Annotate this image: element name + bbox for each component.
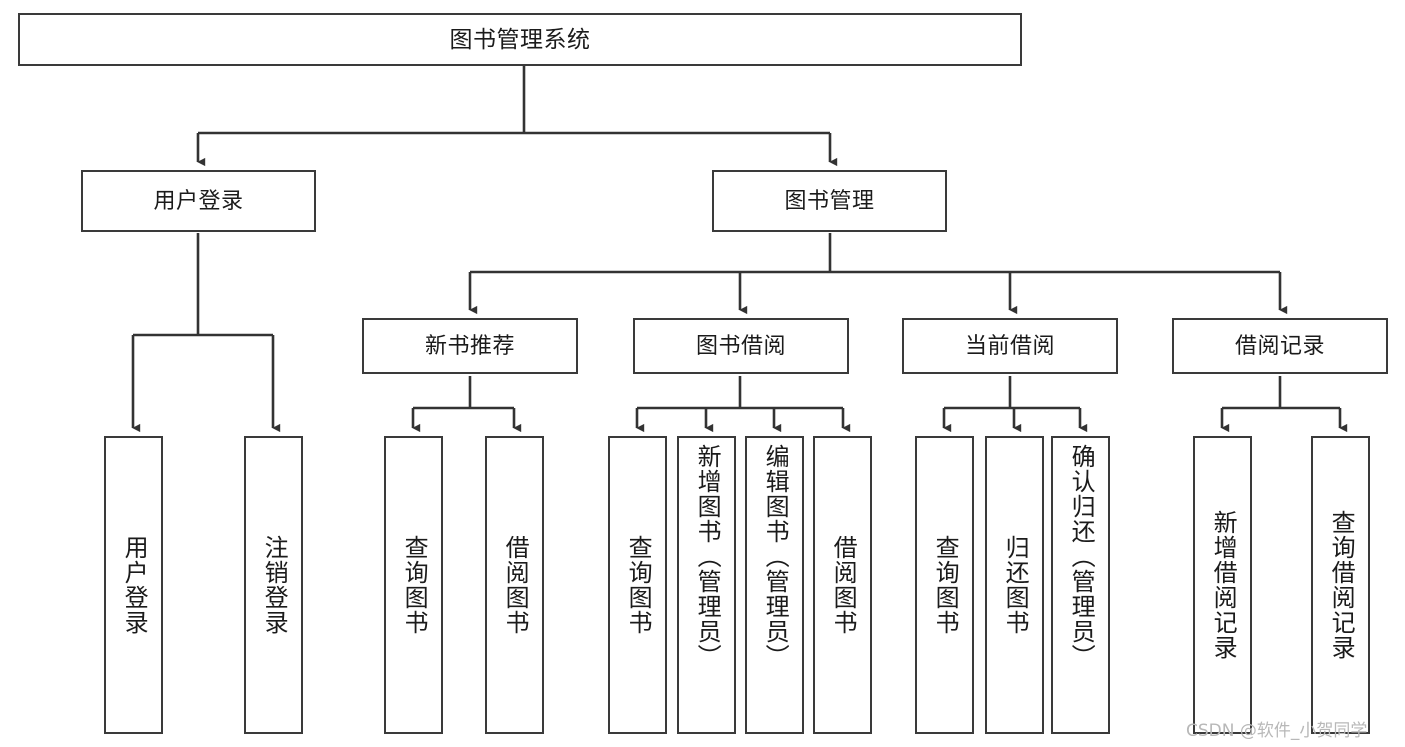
node-borrow-record[interactable]: 借阅记录 bbox=[1172, 318, 1388, 374]
leaf-query-book-borrow[interactable]: 查询图书 bbox=[608, 436, 667, 734]
node-current-borrow[interactable]: 当前借阅 bbox=[902, 318, 1118, 374]
leaf-add-book-admin[interactable]: 新增图书（管理员） bbox=[677, 436, 736, 734]
node-new-book-recommend[interactable]: 新书推荐 bbox=[362, 318, 578, 374]
leaf-query-book-recommend[interactable]: 查询图书 bbox=[384, 436, 443, 734]
leaf-borrow-book-borrow[interactable]: 借阅图书 bbox=[813, 436, 872, 734]
leaf-logout-login[interactable]: 注销登录 bbox=[244, 436, 303, 734]
node-label: 图书管理系统 bbox=[449, 25, 591, 52]
node-label: 注销登录 bbox=[260, 535, 288, 635]
node-label: 用户登录 bbox=[120, 535, 148, 635]
node-label: 用户登录 bbox=[153, 187, 244, 213]
leaf-query-book-current[interactable]: 查询图书 bbox=[915, 436, 974, 734]
leaf-query-borrow-record[interactable]: 查询借阅记录 bbox=[1311, 436, 1370, 734]
node-label: 图书借阅 bbox=[695, 332, 786, 358]
node-user-login[interactable]: 用户登录 bbox=[81, 170, 316, 232]
node-label: 新增图书（管理员） bbox=[693, 444, 721, 669]
node-label: 借阅图书 bbox=[501, 535, 529, 635]
leaf-add-borrow-record[interactable]: 新增借阅记录 bbox=[1193, 436, 1252, 734]
leaf-borrow-book-recommend[interactable]: 借阅图书 bbox=[485, 436, 544, 734]
leaf-confirm-return-admin[interactable]: 确认归还（管理员） bbox=[1051, 436, 1110, 734]
node-book-management[interactable]: 图书管理 bbox=[712, 170, 947, 232]
node-label: 归还图书 bbox=[1001, 535, 1029, 635]
csdn-watermark: CSDN @软件_小贺同学 bbox=[1186, 721, 1368, 741]
node-label: 查询图书 bbox=[400, 535, 428, 635]
leaf-user-login[interactable]: 用户登录 bbox=[104, 436, 163, 734]
node-label: 编辑图书（管理员） bbox=[761, 444, 789, 669]
node-label: 新增借阅记录 bbox=[1209, 510, 1237, 660]
leaf-edit-book-admin[interactable]: 编辑图书（管理员） bbox=[745, 436, 804, 734]
node-label: 借阅图书 bbox=[829, 535, 857, 635]
node-label: 当前借阅 bbox=[964, 332, 1055, 358]
node-label: 新书推荐 bbox=[424, 332, 515, 358]
node-label: 查询图书 bbox=[931, 535, 959, 635]
leaf-return-book[interactable]: 归还图书 bbox=[985, 436, 1044, 734]
node-label: 查询图书 bbox=[624, 535, 652, 635]
node-label: 图书管理 bbox=[784, 187, 875, 213]
node-label: 查询借阅记录 bbox=[1327, 510, 1355, 660]
node-root-system[interactable]: 图书管理系统 bbox=[18, 13, 1022, 66]
node-label: 确认归还（管理员） bbox=[1067, 444, 1095, 669]
node-label: 借阅记录 bbox=[1234, 332, 1325, 358]
node-book-borrow[interactable]: 图书借阅 bbox=[633, 318, 849, 374]
